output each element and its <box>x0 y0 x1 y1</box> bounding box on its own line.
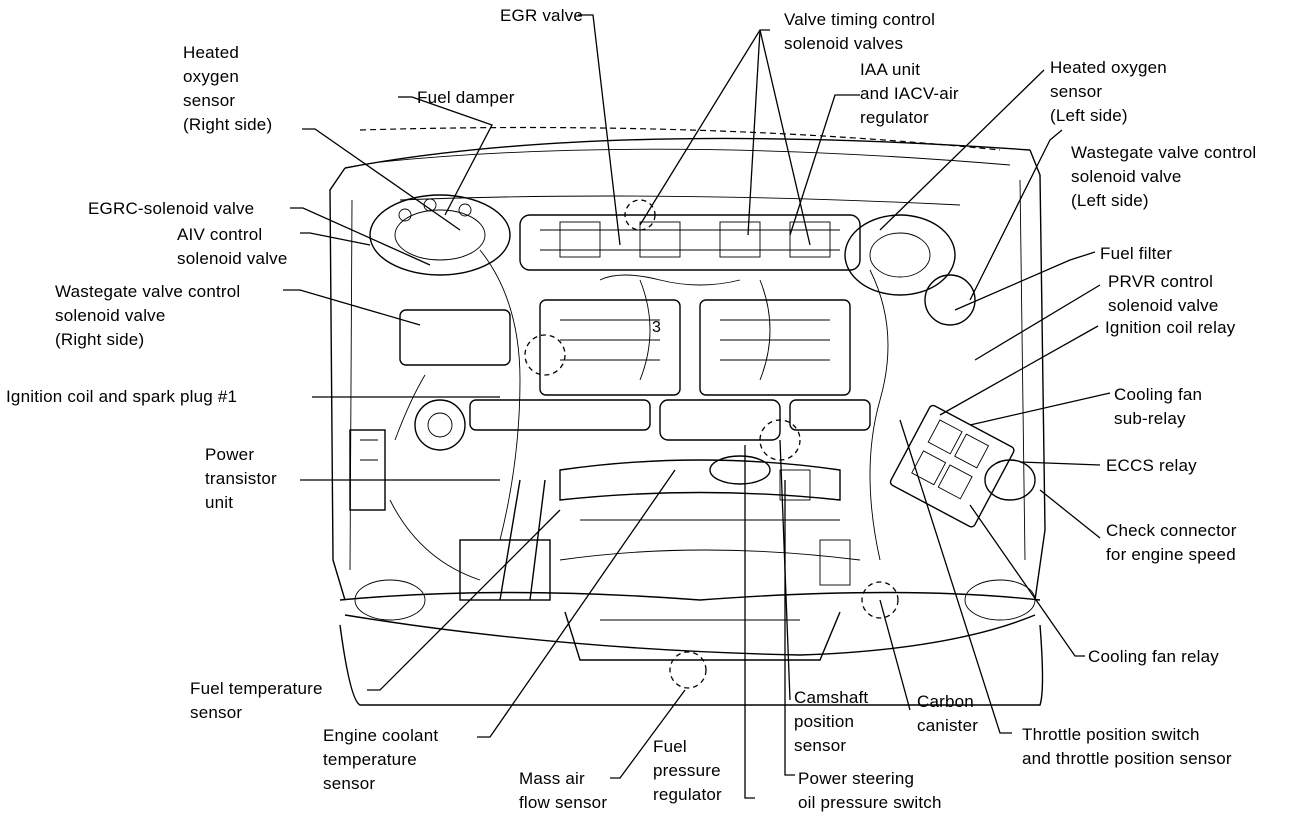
label-ignition-coil-spark-plug: Ignition coil and spark plug #1 <box>6 387 238 406</box>
label-fuel-filter: Fuel filter <box>1100 244 1173 263</box>
label-aiv-control-solenoid-valve: AIV control solenoid valve <box>177 225 288 268</box>
label-heated-oxygen-sensor-right: Heated oxygen sensor (Right side) <box>183 43 273 134</box>
label-engine-coolant-temperature-sensor: Engine coolant temperature sensor <box>323 726 439 793</box>
label-cooling-fan-relay: Cooling fan relay <box>1088 647 1219 666</box>
label-cooling-fan-sub-relay: Cooling fan sub-relay <box>1114 385 1203 428</box>
cylinder-number-mark: 3 <box>652 319 661 336</box>
label-wastegate-valve-right: Wastegate valve control solenoid valve (… <box>55 282 241 349</box>
label-prvr-control-solenoid-valve: PRVR control solenoid valve <box>1108 272 1219 315</box>
label-power-transistor-unit: Power transistor unit <box>205 445 277 512</box>
label-mass-air-flow-sensor: Mass air flow sensor <box>519 769 608 812</box>
label-egr-valve: EGR valve <box>500 6 584 25</box>
label-throttle-position-switch: Throttle position switch and throttle po… <box>1022 725 1232 768</box>
label-fuel-temperature-sensor: Fuel temperature sensor <box>190 679 323 722</box>
label-heated-oxygen-sensor-left: Heated oxygen sensor (Left side) <box>1050 58 1167 125</box>
label-valve-timing-control-solenoid-valves: Valve timing control solenoid valves <box>784 10 936 53</box>
label-egrc-solenoid-valve: EGRC-solenoid valve <box>88 199 255 218</box>
label-ignition-coil-relay: Ignition coil relay <box>1105 318 1236 337</box>
engine-drawing: 3 <box>329 126 1046 706</box>
label-wastegate-valve-left: Wastegate valve control solenoid valve (… <box>1071 143 1257 210</box>
label-fuel-damper: Fuel damper <box>417 88 515 107</box>
label-fuel-pressure-regulator: Fuel pressure regulator <box>653 737 722 804</box>
label-check-connector: Check connector for engine speed <box>1106 521 1237 564</box>
label-carbon-canister: Carbon canister <box>917 692 979 735</box>
leader-lines <box>283 14 1111 799</box>
label-eccs-relay: ECCS relay <box>1106 456 1197 475</box>
label-power-steering-switch: Power steering oil pressure switch <box>798 769 942 812</box>
label-camshaft-position-sensor: Camshaft position sensor <box>794 688 869 755</box>
label-iaa-unit-iacv-air-regulator: IAA unit and IACV-air regulator <box>860 60 959 127</box>
